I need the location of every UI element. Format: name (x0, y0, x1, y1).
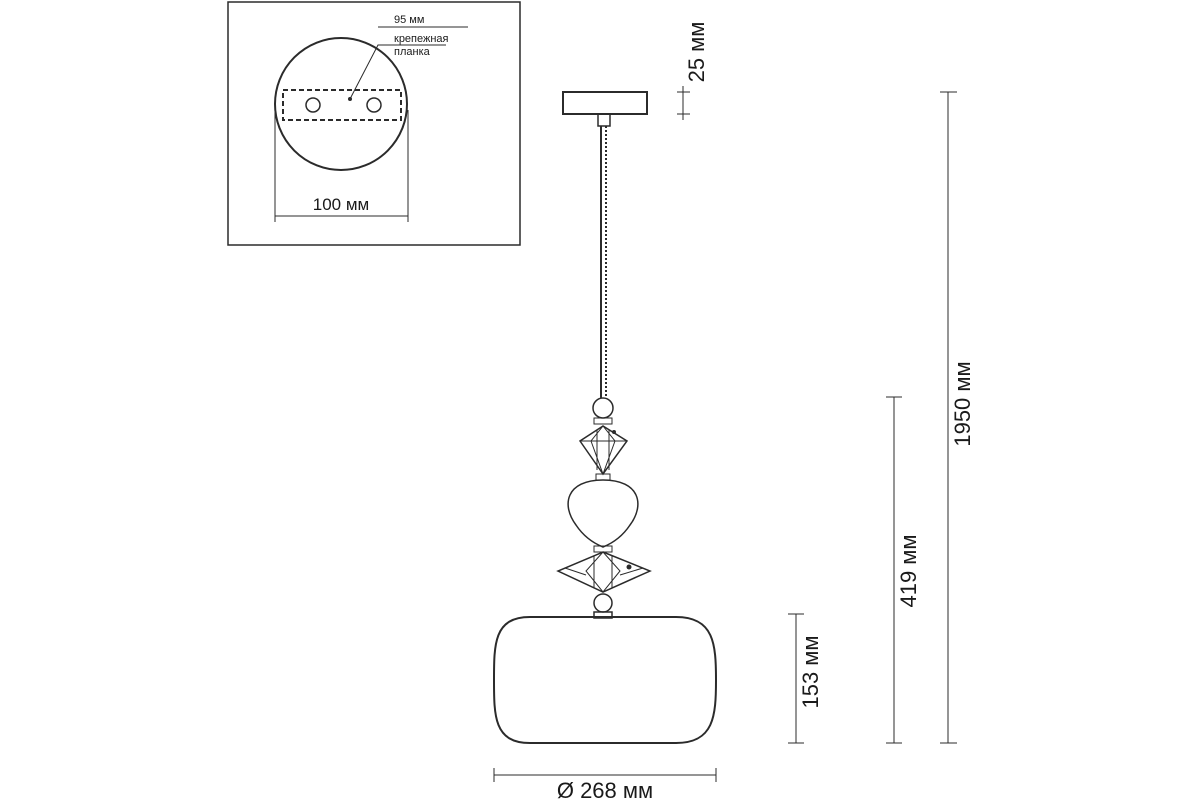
canopy-top-view-inset: 95 мм крепежная планка 100 мм (227, 1, 521, 246)
bracket-leader-line (349, 44, 446, 100)
lamp-side-view (492, 91, 718, 744)
cable-clamp (597, 113, 611, 127)
mounting-hole-right (366, 97, 382, 113)
upper-diamond-crystal (578, 425, 629, 476)
shade-diameter-label: Ø 268 мм (557, 778, 653, 800)
dimension-lines: 25 мм 1950 мм 419 мм 153 мм Ø 268 мм (493, 22, 975, 800)
mounting-bracket (282, 89, 402, 121)
glass-shade (492, 616, 718, 744)
bracket-label-line2: планка (394, 46, 431, 58)
total-height-label: 1950 мм (950, 361, 975, 446)
bracket-label-line1: крепежная (394, 33, 449, 45)
mounting-hole-left (305, 97, 321, 113)
lower-star-crystal (556, 551, 652, 593)
lower-bead (593, 593, 613, 613)
canopy-height-label: 25 мм (684, 22, 709, 83)
inset-frame (227, 1, 521, 246)
plate-width-label: 95 мм (394, 14, 424, 26)
top-bead-collar (593, 417, 613, 425)
teardrop-glass-bead (567, 479, 639, 548)
top-bead (592, 397, 614, 419)
body-height-label: 419 мм (896, 534, 921, 607)
shade-height-label: 153 мм (798, 635, 823, 708)
ceiling-canopy (562, 91, 648, 115)
canopy-diameter-label: 100 мм (313, 195, 369, 214)
canopy-circle (274, 37, 408, 171)
